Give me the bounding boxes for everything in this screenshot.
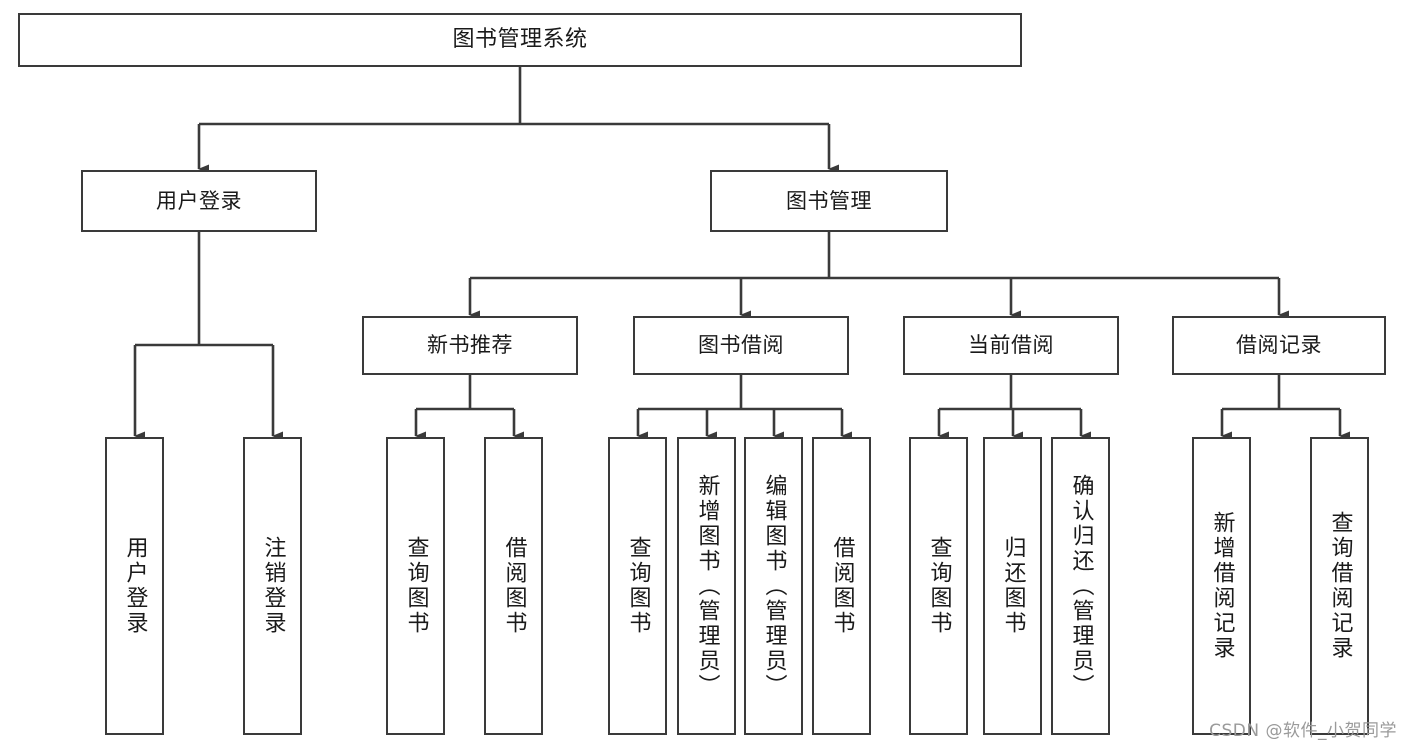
node-label: 图书管理 [786, 188, 872, 213]
node-label: 查询图书 [403, 536, 429, 636]
node-leaf-query-2[interactable]: 查询图书 [608, 437, 667, 735]
node-leaf-confirm[interactable]: 确认归还（管理员） [1051, 437, 1110, 735]
node-user-login[interactable]: 用户登录 [81, 170, 317, 232]
node-label: 注销登录 [260, 536, 286, 636]
node-leaf-user-login[interactable]: 用户登录 [105, 437, 164, 735]
watermark-text: CSDN @软件_小贺同学 [1209, 721, 1397, 741]
node-leaf-borrow-1[interactable]: 借阅图书 [484, 437, 543, 735]
node-leaf-query-rec[interactable]: 查询借阅记录 [1310, 437, 1369, 735]
node-label: 查询图书 [926, 536, 952, 636]
node-book-borrow[interactable]: 图书借阅 [633, 316, 849, 375]
node-leaf-add-record[interactable]: 新增借阅记录 [1192, 437, 1251, 735]
node-label: 用户登录 [122, 536, 148, 636]
node-label: 新增图书（管理员） [694, 473, 720, 699]
node-leaf-query-1[interactable]: 查询图书 [386, 437, 445, 735]
node-book-manage[interactable]: 图书管理 [710, 170, 948, 232]
node-leaf-add-book[interactable]: 新增图书（管理员） [677, 437, 736, 735]
node-label: 用户登录 [156, 188, 242, 213]
node-label: 借阅图书 [829, 536, 855, 636]
node-leaf-borrow-2[interactable]: 借阅图书 [812, 437, 871, 735]
node-current-borrow[interactable]: 当前借阅 [903, 316, 1119, 375]
node-leaf-logout[interactable]: 注销登录 [243, 437, 302, 735]
node-borrow-record[interactable]: 借阅记录 [1172, 316, 1386, 375]
node-label: 借阅记录 [1236, 333, 1322, 358]
node-label: 确认归还（管理员） [1068, 473, 1094, 699]
node-leaf-edit-book[interactable]: 编辑图书（管理员） [744, 437, 803, 735]
node-label: 借阅图书 [501, 536, 527, 636]
node-label: 新书推荐 [427, 333, 513, 358]
node-label: 查询图书 [625, 536, 651, 636]
node-label: 图书管理系统 [452, 26, 588, 52]
node-label: 编辑图书（管理员） [761, 473, 787, 699]
node-leaf-return[interactable]: 归还图书 [983, 437, 1042, 735]
node-root[interactable]: 图书管理系统 [18, 13, 1022, 67]
node-label: 图书借阅 [698, 333, 784, 358]
node-label: 归还图书 [1000, 536, 1026, 636]
node-label: 新增借阅记录 [1209, 511, 1235, 661]
node-label: 查询借阅记录 [1327, 511, 1353, 661]
node-leaf-query-3[interactable]: 查询图书 [909, 437, 968, 735]
node-label: 当前借阅 [968, 333, 1054, 358]
node-new-book-rec[interactable]: 新书推荐 [362, 316, 578, 375]
